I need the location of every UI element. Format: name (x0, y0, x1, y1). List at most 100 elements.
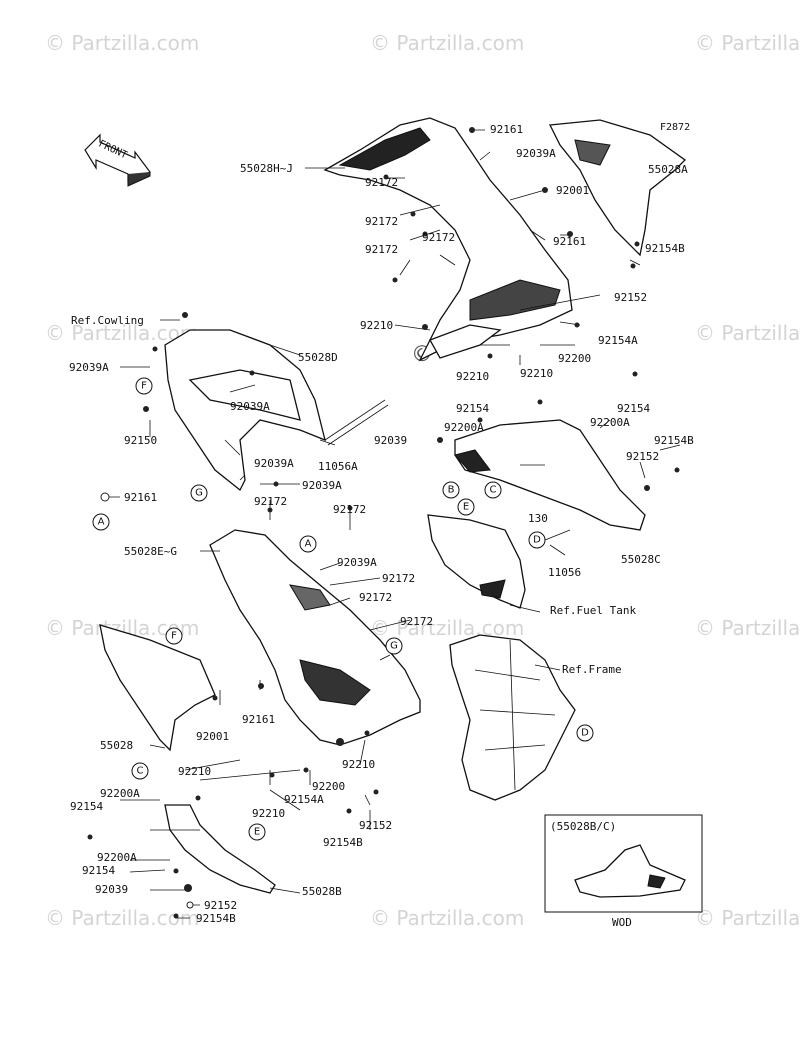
part-label: 92210 (520, 367, 553, 380)
part-label: 55028D (298, 351, 338, 364)
part-label: 92154A (284, 793, 324, 806)
callout-label: D (533, 535, 541, 546)
callout-C (131, 762, 149, 780)
part-label: 92172 (365, 176, 398, 189)
watermark: © Partzilla.com (695, 616, 800, 640)
part-label: 92152 (359, 819, 392, 832)
part-label: 92039A (230, 400, 270, 413)
part-label: 11056A (318, 460, 358, 473)
part-label: 130 (528, 512, 548, 525)
part-label: 92154 (70, 800, 103, 813)
part-label: 92154B (323, 836, 363, 849)
part-label: 92152 (614, 291, 647, 304)
callout-B (442, 481, 460, 499)
part-label: 92161 (490, 123, 523, 136)
part-label: 55028C (621, 553, 661, 566)
callout-E (457, 498, 475, 516)
frame-ref (449, 634, 576, 801)
part-label: 92039A (254, 457, 294, 470)
part-label: 55028H~J (240, 162, 293, 175)
callout-D (576, 724, 594, 742)
part-label: 92172 (359, 591, 392, 604)
callout-label: D (581, 728, 589, 739)
part-label: 92039A (69, 361, 109, 374)
callout-E (248, 823, 266, 841)
inset-caption: WOD (612, 916, 632, 929)
callout-D (528, 531, 546, 549)
callout-A (299, 535, 317, 553)
callout-A (92, 513, 110, 531)
diagram-code: F2872 (660, 122, 690, 133)
callout-label: B (448, 485, 455, 496)
ref-frame-label: Ref.Frame (562, 663, 622, 676)
part-label: 92154B (645, 242, 685, 255)
part-label: 92200 (558, 352, 591, 365)
callout-G (385, 637, 403, 655)
part-label: 55028E~G (124, 545, 177, 558)
part-label: 92210 (178, 765, 211, 778)
part-label: 92154B (196, 912, 236, 925)
ref-fuel-tank-label: Ref.Fuel Tank (550, 604, 636, 617)
part-label: 92154A (598, 334, 638, 347)
callout-F (135, 377, 153, 395)
part-label: 92039 (95, 883, 128, 896)
callouts: F G A A B C E D F G D C E (92, 377, 594, 841)
ref-cowling-label: Ref.Cowling (71, 314, 144, 327)
part-label: 92039A (337, 556, 377, 569)
part-label: 92039A (516, 147, 556, 160)
part-label: 92210 (456, 370, 489, 383)
part-label: 55028A (648, 163, 688, 176)
part-label: 92154B (654, 434, 694, 447)
part-label: 92172 (254, 495, 287, 508)
callout-label: C (490, 485, 497, 496)
lower-panel-55028B (164, 804, 276, 894)
watermark: © Partzilla.com (370, 906, 524, 930)
part-label: 11056 (548, 566, 581, 579)
callout-label: E (254, 827, 260, 838)
part-label: 92161 (242, 713, 275, 726)
watermark: © Partzilla.com (45, 31, 199, 55)
watermark: © Partzilla.com (45, 906, 199, 930)
callout-label: A (305, 539, 312, 550)
part-labels: 55028H~J 92161 92039A 92172 92001 92172 … (69, 123, 694, 925)
small-panel-55028 (99, 624, 216, 752)
part-label: 92200 (312, 780, 345, 793)
part-label: 92152 (204, 899, 237, 912)
inner-panel-55028D (164, 329, 389, 492)
front-arrow-icon: FRONT (84, 133, 151, 187)
part-label: 92039 (374, 434, 407, 447)
part-label: 92154 (617, 402, 650, 415)
part-label: 92001 (196, 730, 229, 743)
part-label: 92172 (400, 615, 433, 628)
part-label: 92210 (342, 758, 375, 771)
side-cowling-55028EG (209, 529, 421, 746)
part-label: 92200A (444, 421, 484, 434)
callout-label: E (463, 502, 469, 513)
fuel-tank-ref (427, 514, 526, 609)
side-panel-55028A (548, 119, 687, 257)
callout-label: G (390, 641, 398, 652)
callout-C (484, 481, 502, 499)
callout-label: G (195, 488, 203, 499)
part-label: 92200A (100, 787, 140, 800)
part-label: 92161 (124, 491, 157, 504)
part-label: 92172 (365, 215, 398, 228)
watermark: © Partzilla.com (695, 906, 800, 930)
part-label: 92161 (553, 235, 586, 248)
callout-label: F (171, 631, 177, 642)
fasteners (87, 127, 680, 919)
callout-label: A (98, 517, 105, 528)
part-label: 92200A (590, 416, 630, 429)
part-label: 92154 (456, 402, 489, 415)
lower-panel-55028C (454, 419, 646, 531)
watermark: © Partzilla.com (695, 31, 800, 55)
part-label: 55028B (302, 885, 342, 898)
inset-title: (55028B/C) (550, 820, 616, 833)
part-label: 92172 (422, 231, 455, 244)
watermark: © Partzilla.com (695, 321, 800, 345)
part-label: 55028 (100, 739, 133, 752)
part-label: 92200A (97, 851, 137, 864)
part-label: 92172 (333, 503, 366, 516)
callout-F (165, 627, 183, 645)
